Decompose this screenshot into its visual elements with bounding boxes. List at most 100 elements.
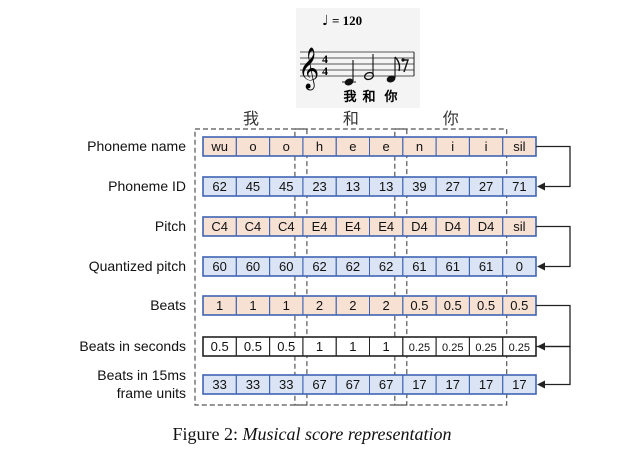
cell-value: 60 xyxy=(212,259,226,274)
cell-value: 0.25 xyxy=(442,342,463,354)
cell-value: 60 xyxy=(279,259,293,274)
cell-value: i xyxy=(485,139,488,154)
word-header: 我 xyxy=(243,109,259,128)
note-head-1 xyxy=(344,78,354,86)
cell-value: i xyxy=(451,139,454,154)
row-label: frame units xyxy=(117,385,186,401)
table-cell xyxy=(502,374,537,395)
cell-value: 71 xyxy=(512,179,526,194)
cell-value: o xyxy=(283,139,290,154)
arrowhead-icon xyxy=(537,380,545,389)
cell-value: E4 xyxy=(378,219,394,234)
cell-value: e xyxy=(349,139,356,154)
cell-value: 17 xyxy=(512,377,526,392)
cell-value: 1 xyxy=(249,298,256,313)
cell-value: 60 xyxy=(246,259,260,274)
figure-caption: Figure 2: Musical score representation xyxy=(0,424,624,445)
cell-value: 13 xyxy=(379,179,393,194)
cell-value: 2 xyxy=(349,298,356,313)
cell-value: 0 xyxy=(516,259,523,274)
arrowhead-icon xyxy=(537,262,545,271)
tempo-text: = 120 xyxy=(332,13,362,28)
cell-value: 27 xyxy=(446,179,460,194)
row-label: Beats in seconds xyxy=(79,338,186,354)
cell-value: 0.25 xyxy=(409,342,430,354)
flow-arrow xyxy=(536,225,571,268)
cell-value: 61 xyxy=(479,259,493,274)
cell-value: o xyxy=(249,139,256,154)
cell-value: e xyxy=(383,139,390,154)
caption-title: Musical score representation xyxy=(242,424,452,444)
cell-value: 45 xyxy=(246,179,260,194)
cell-value: 1 xyxy=(283,298,290,313)
cell-value: 17 xyxy=(446,377,460,392)
cell-value: 62 xyxy=(379,259,393,274)
cell-value: 0.25 xyxy=(509,342,530,354)
cell-value: 0.5 xyxy=(510,298,528,313)
cell-value: 27 xyxy=(479,179,493,194)
cell-value: 67 xyxy=(346,377,360,392)
table-cell xyxy=(502,256,537,277)
cell-value: wu xyxy=(210,139,228,154)
cell-value: 1 xyxy=(383,339,390,354)
cell-value: 13 xyxy=(346,179,360,194)
score-lyric: 你 xyxy=(383,89,397,105)
cell-value: 0.25 xyxy=(475,342,496,354)
arrowhead-icon xyxy=(537,182,545,191)
tempo-note-icon: ♩ xyxy=(322,13,329,29)
cell-value: 17 xyxy=(412,377,426,392)
cell-value: 33 xyxy=(212,377,226,392)
cell-value: h xyxy=(316,139,323,154)
cell-value: D4 xyxy=(411,219,428,234)
cell-value: 62 xyxy=(346,259,360,274)
cell-value: D4 xyxy=(444,219,461,234)
cell-value: sil xyxy=(513,219,525,234)
cell-value: 0.5 xyxy=(410,298,428,313)
cell-value: 45 xyxy=(279,179,293,194)
cell-value: 39 xyxy=(412,179,426,194)
cell-value: 62 xyxy=(312,259,326,274)
time-signature-top: 4 xyxy=(322,52,328,66)
treble-clef-icon: 𝄞 xyxy=(298,47,319,90)
cell-value: 67 xyxy=(312,377,326,392)
row-label: Phoneme ID xyxy=(108,178,186,194)
cell-value: 61 xyxy=(412,259,426,274)
flow-arrow xyxy=(536,304,571,348)
cell-value: 0.5 xyxy=(277,339,295,354)
caption-prefix: Figure 2: xyxy=(172,424,243,444)
eighth-rest-dot xyxy=(401,58,405,62)
cell-value: 62 xyxy=(212,179,226,194)
row-label: Beats in 15ms xyxy=(97,367,186,383)
cell-value: E4 xyxy=(345,219,361,234)
cell-value: 17 xyxy=(479,377,493,392)
note-flag-3 xyxy=(394,56,401,72)
cell-value: 0.5 xyxy=(244,339,262,354)
cell-value: 1 xyxy=(316,339,323,354)
cell-value: E4 xyxy=(312,219,328,234)
cell-value: C4 xyxy=(245,219,262,234)
cell-value: 0.5 xyxy=(211,339,229,354)
score-lyric: 我 xyxy=(343,89,356,105)
cell-value: 0.5 xyxy=(444,298,462,313)
cell-value: 1 xyxy=(349,339,356,354)
flow-arrow xyxy=(536,145,571,188)
cell-value: 67 xyxy=(379,377,393,392)
cell-value: 2 xyxy=(316,298,323,313)
flow-arrow xyxy=(536,345,571,386)
cell-value: 33 xyxy=(246,377,260,392)
cell-value: 33 xyxy=(279,377,293,392)
cell-value: sil xyxy=(513,139,525,154)
cell-value: 1 xyxy=(216,298,223,313)
cell-value: C4 xyxy=(278,219,295,234)
row-label: Quantized pitch xyxy=(89,258,186,274)
cell-value: 23 xyxy=(312,179,326,194)
row-label: Phoneme name xyxy=(87,138,186,154)
cell-value: n xyxy=(416,139,423,154)
cell-value: C4 xyxy=(211,219,228,234)
table-cell xyxy=(502,176,537,197)
word-header: 你 xyxy=(443,109,459,128)
note-head-3 xyxy=(386,75,396,83)
row-label: Beats xyxy=(150,297,186,313)
